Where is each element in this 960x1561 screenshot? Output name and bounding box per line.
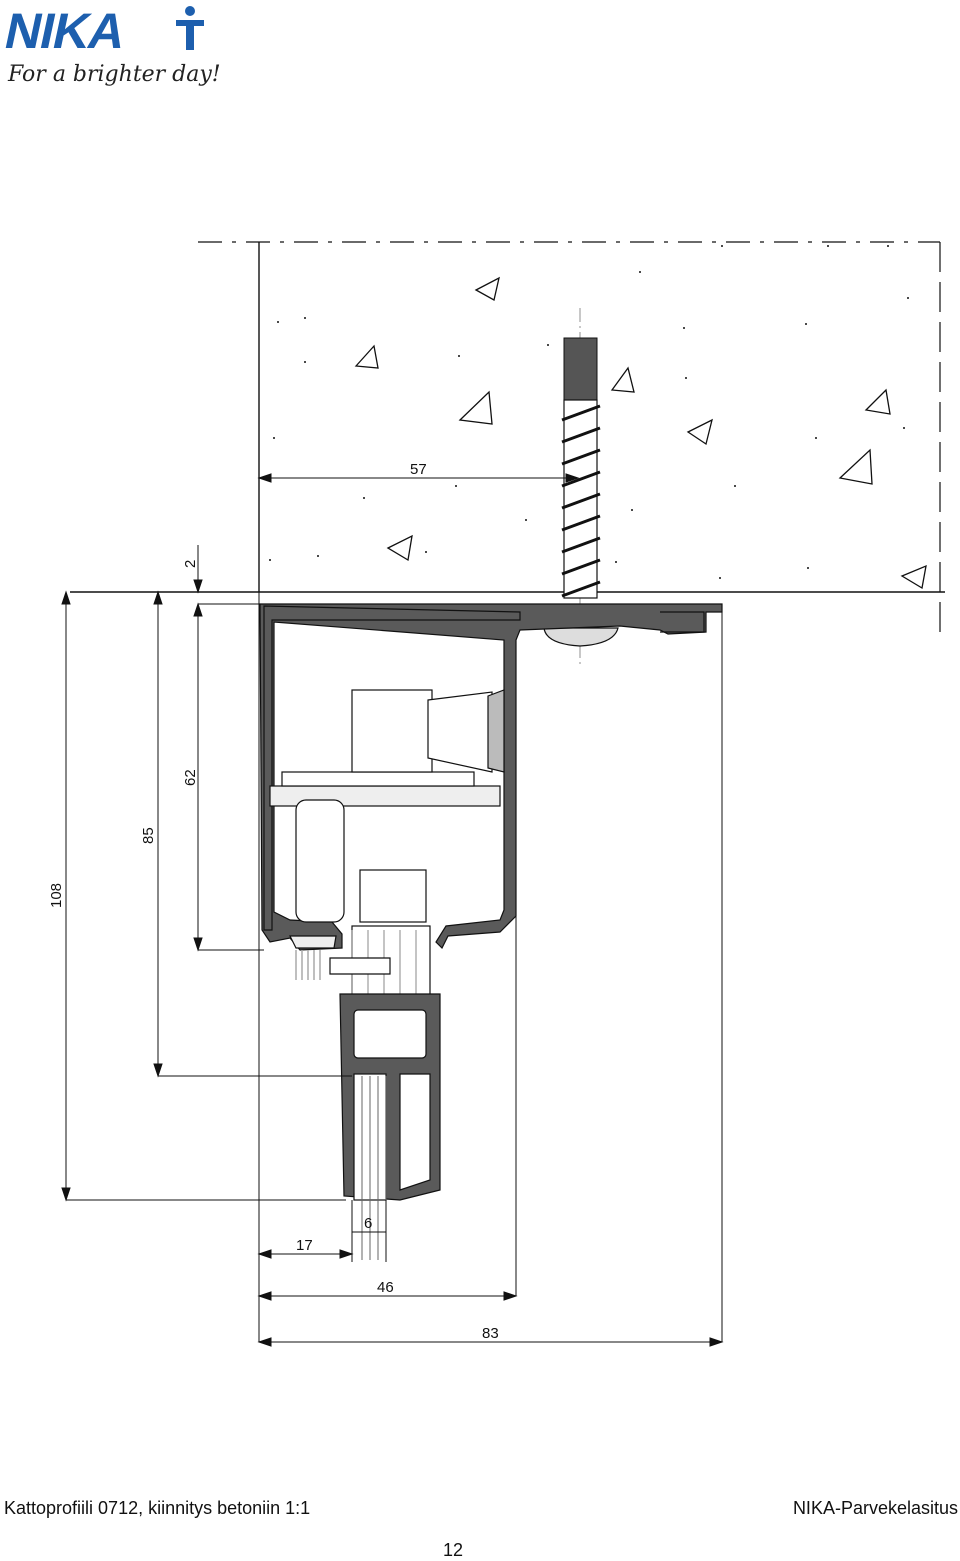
dimension-lines bbox=[61, 473, 724, 1347]
dimension-57: 57 bbox=[410, 461, 427, 478]
dimension-62: 62 bbox=[182, 769, 199, 786]
dimension-108: 108 bbox=[48, 883, 65, 908]
drawing-caption: Kattoprofiili 0712, kiinnitys betoniin 1… bbox=[4, 1498, 311, 1518]
dimension-83: 83 bbox=[482, 1325, 499, 1342]
brand-footer: NIKA-Parvekelasitus bbox=[792, 1498, 958, 1518]
dimension-46: 46 bbox=[377, 1279, 394, 1296]
logo-tagline: For a brighter day! bbox=[8, 62, 221, 87]
person-icon bbox=[176, 6, 204, 50]
concrete-specks bbox=[269, 245, 909, 579]
dimension-6: 6 bbox=[364, 1215, 372, 1232]
concrete-slab bbox=[70, 241, 945, 640]
ceiling-profile bbox=[259, 603, 723, 1260]
dimension-85: 85 bbox=[140, 827, 157, 844]
dimension-17: 17 bbox=[296, 1237, 313, 1254]
dimension-2: 2 bbox=[182, 560, 199, 568]
nika-logo: NIKA For a brighter day! bbox=[0, 2, 221, 100]
page-number: 12 bbox=[443, 1540, 464, 1560]
concrete-aggregate bbox=[354, 276, 927, 590]
concrete-screw bbox=[543, 308, 619, 666]
